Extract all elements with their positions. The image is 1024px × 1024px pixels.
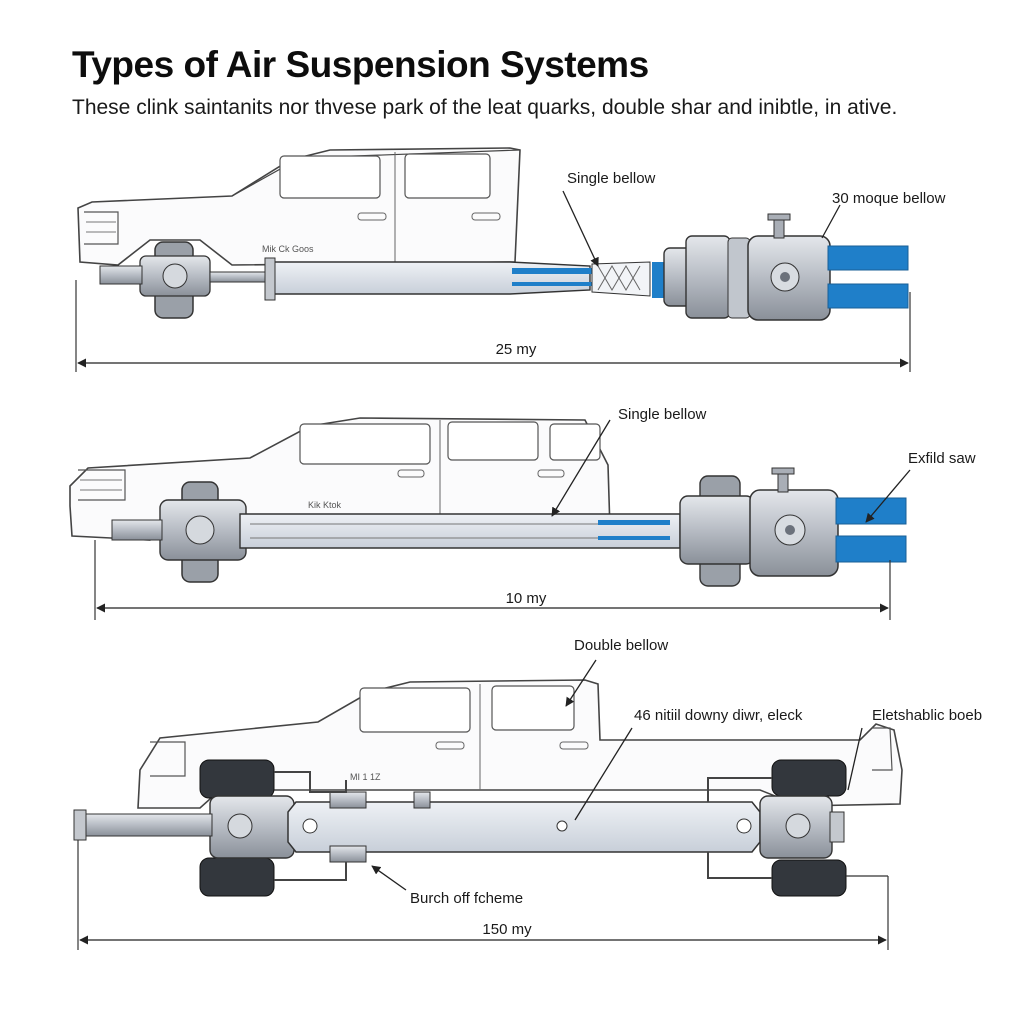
bellow-front-bottom	[199, 857, 275, 897]
driveshaft-2	[239, 513, 681, 549]
callout-eletshablic-boeb: Eletshablic boeb	[872, 707, 983, 724]
callout-moque-bellow: 30 moque bellow	[832, 190, 946, 207]
blue-port-1b	[827, 283, 909, 309]
page-subtitle: These clink saintanits nor thvese park o…	[72, 96, 898, 119]
side-text-3: MI 1 1Z	[350, 772, 381, 782]
callout-double-bellow: Double bellow	[574, 637, 669, 654]
diagram-1-single-bellow	[75, 147, 911, 372]
bellow-front-top	[199, 759, 275, 799]
dimension-label-2: 10 my	[505, 590, 547, 607]
callout-nitiil-downy: 46 nitiil downy diwr, eleck	[634, 707, 803, 724]
blue-port-2b	[835, 535, 907, 563]
callout-burch-off-fcheme: Burch off fcheme	[410, 890, 524, 907]
blue-port-2a	[835, 497, 907, 525]
main-beam-3	[287, 801, 761, 853]
callout-single-bellow-2: Single bellow	[618, 406, 707, 423]
page-title: Types of Air Suspension Systems	[72, 44, 649, 85]
dimension-label-1: 25 my	[495, 341, 537, 358]
diagram-2-single-bellow	[69, 417, 911, 620]
callout-exfild-saw: Exfild saw	[908, 450, 976, 467]
callout-single-bellow-1: Single bellow	[567, 170, 656, 187]
side-text-2: Kik Ktok	[308, 500, 342, 510]
blue-port-1a	[827, 245, 909, 271]
side-text-1: Mik Ck Goos	[262, 244, 314, 254]
driveshaft-1	[269, 261, 591, 295]
dimension-label-3: 150 my	[482, 921, 532, 938]
bellow-rear-bottom	[771, 859, 847, 897]
diagram-3-double-bellow	[73, 659, 903, 950]
bellow-rear-top	[771, 759, 847, 797]
